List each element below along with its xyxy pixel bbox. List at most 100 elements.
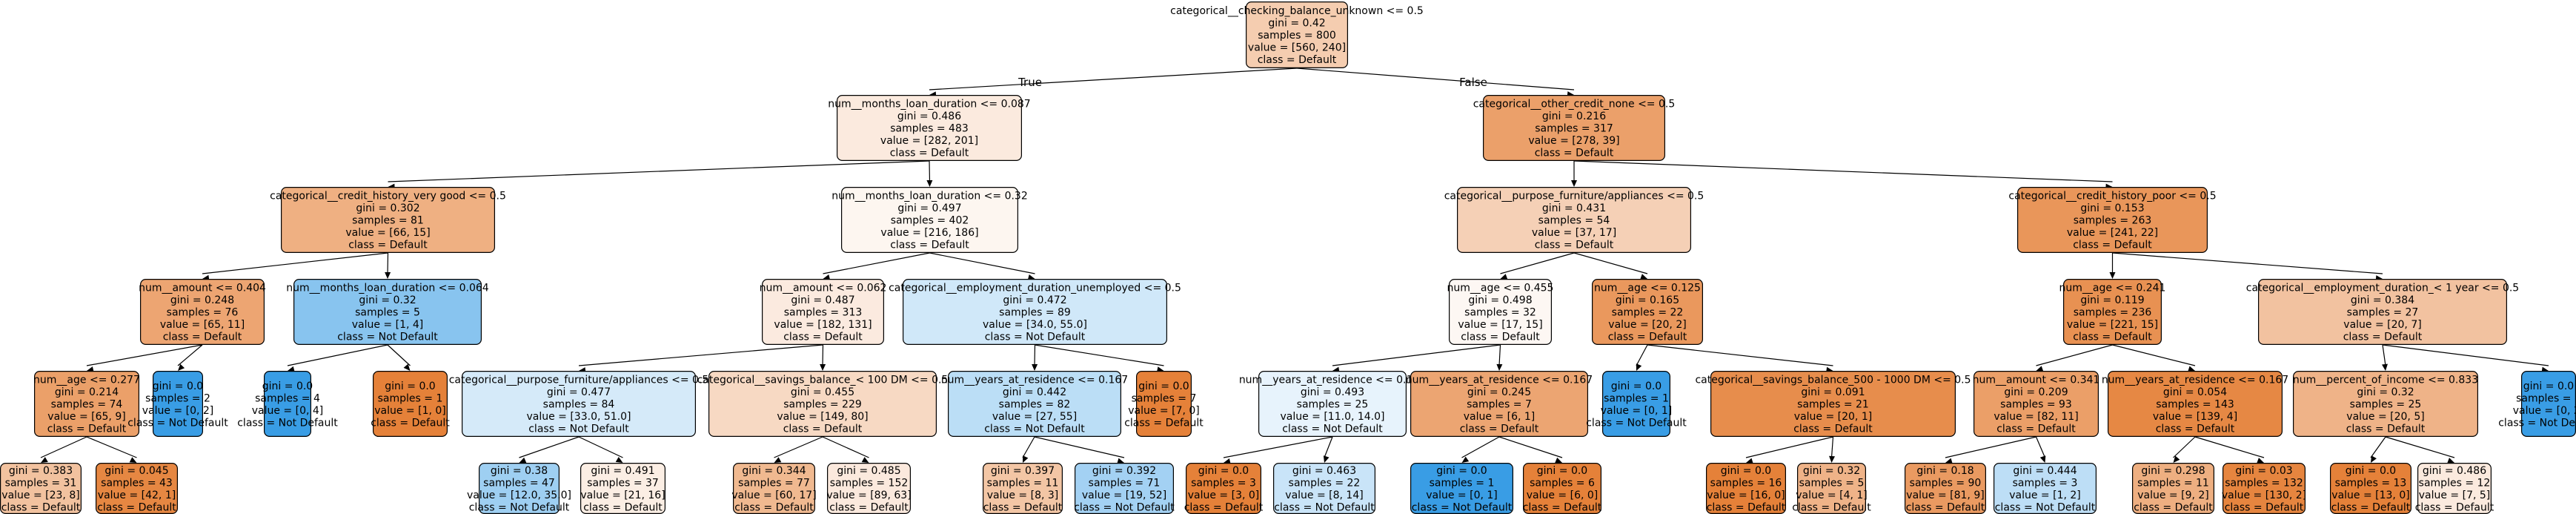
node-line: value = [27, 55] [992, 411, 1077, 423]
node-line: samples = 236 [2074, 307, 2152, 319]
node-line: class = Default [783, 332, 863, 343]
edge-n19-n33 [519, 436, 580, 458]
edge-n12-n26 [1647, 344, 1833, 366]
node-line: value = [65, 9] [47, 411, 125, 423]
node-line: categorical__credit_history_poor <= 0.5 [2008, 191, 2216, 202]
node-line: gini = 0.42 [1268, 18, 1325, 30]
node-line: samples = 25 [1297, 399, 1369, 411]
node-line: samples = 483 [890, 123, 969, 135]
node-line: gini = 0.32 [359, 294, 416, 306]
node-box [293, 279, 482, 346]
node-line: samples = 27 [2347, 307, 2419, 319]
node-box [140, 279, 265, 346]
node-line: samples = 12 [2419, 477, 2491, 489]
node-line: value = [12.0, 35.0] [467, 490, 571, 501]
node-line: class = Default [1792, 501, 1871, 513]
node-line: samples = 54 [1538, 215, 1610, 227]
node-box [580, 462, 665, 514]
node-line: samples = 6 [1530, 477, 1595, 489]
node-line: gini = 0.384 [2351, 294, 2414, 306]
edge-n0-n2 [1296, 67, 1575, 90]
node-line: value = [6, 1] [1464, 411, 1536, 423]
arrowhead-n21-n37 [1023, 455, 1029, 463]
arrowhead-n4-n10 [1027, 274, 1035, 280]
node-line: gini = 0.0 [1436, 465, 1487, 477]
node-box [1456, 187, 1691, 254]
node-line: class = Not Default [1586, 417, 1687, 429]
node-line: samples = 22 [1289, 477, 1361, 489]
node-line: gini = 0.248 [170, 294, 234, 306]
node-line: value = [1, 4] [352, 319, 424, 331]
node-line: gini = 0.493 [1301, 386, 1364, 398]
node-line: categorical__savings_balance_< 100 DM <=… [697, 375, 949, 386]
node-line: class = Default [2073, 240, 2152, 251]
node-box [1135, 371, 1192, 438]
tree-node-n19: categorical__purpose_furniture/appliance… [449, 371, 708, 438]
node-line: value = [182, 131] [774, 319, 872, 331]
edge-n15-n31 [40, 436, 87, 458]
node-line: class = Default [2225, 501, 2304, 513]
node-line: value = [33.0, 51.0] [526, 411, 631, 423]
node-line: samples = 47 [483, 477, 555, 489]
node-line: value = [82, 11] [1994, 411, 2078, 423]
node-line: gini = 0.38 [491, 465, 548, 477]
edge-n21-n38 [1034, 436, 1125, 458]
node-line: value = [21, 16] [580, 490, 665, 501]
tree-node-n10: categorical__employment_duration_unemplo… [889, 279, 1181, 346]
node-line: gini = 0.0 [1138, 380, 1189, 392]
node-line: samples = 37 [587, 477, 659, 489]
node-line: samples = 5 [1799, 477, 1865, 489]
node-box [153, 371, 204, 438]
arrowhead-n19-n34 [615, 456, 623, 463]
node-line: samples = 11 [987, 477, 1059, 489]
tree-node-n20: categorical__savings_balance_< 100 DM <=… [697, 371, 949, 438]
node-line: categorical__credit_history_very good <=… [270, 191, 506, 202]
edge-n10-n22 [1035, 344, 1164, 366]
arrowhead-n26-n44 [1829, 455, 1836, 463]
arrowhead-n27-n45 [1945, 458, 1953, 464]
node-box [1482, 95, 1665, 162]
node-line: value = [20, 1] [1794, 411, 1872, 423]
node-line: value = [81, 9] [1906, 490, 1984, 501]
node-line: class = Default [1523, 501, 1602, 513]
node-line: value = [0, 1] [1601, 405, 1673, 417]
node-line: value = [8, 14] [1285, 490, 1363, 501]
arrowhead-n8-n18 [403, 363, 411, 371]
edge-n26-n44 [1830, 436, 1834, 458]
edge-n8-n18 [387, 344, 411, 366]
node-line: class = Default [2156, 424, 2235, 435]
node-line: num__percent_of_income <= 0.833 [2293, 375, 2478, 386]
node-line: class = Default [97, 501, 176, 513]
edge-n14-n30 [2382, 344, 2549, 366]
edge-n3-n7 [202, 252, 388, 274]
node-line: gini = 0.444 [2013, 465, 2077, 477]
node-line: class = Default [348, 240, 428, 251]
node-line: samples = 16 [1710, 477, 1782, 489]
node-line: samples = 3 [2013, 477, 2078, 489]
node-line: class = Default [1535, 148, 1614, 159]
node-line: gini = 0.0 [385, 380, 435, 392]
node-box [1797, 462, 1867, 514]
edge-n23-n39 [1223, 436, 1333, 458]
node-line: value = [11.0, 14.0] [1280, 411, 1384, 423]
node-line: value = [0, 2] [2513, 405, 2576, 417]
node-line: value = [3, 0] [1188, 490, 1260, 501]
node-box [2017, 187, 2208, 254]
node-line: value = [9, 2] [2137, 490, 2209, 501]
edge-n5-n12 [1573, 252, 1648, 274]
arrowhead-n15-n32 [129, 457, 137, 463]
node-line: value = [130, 2] [2222, 490, 2306, 501]
arrowhead-n27-n46 [2039, 455, 2046, 463]
node-line: class = Not Default [1995, 501, 2096, 513]
